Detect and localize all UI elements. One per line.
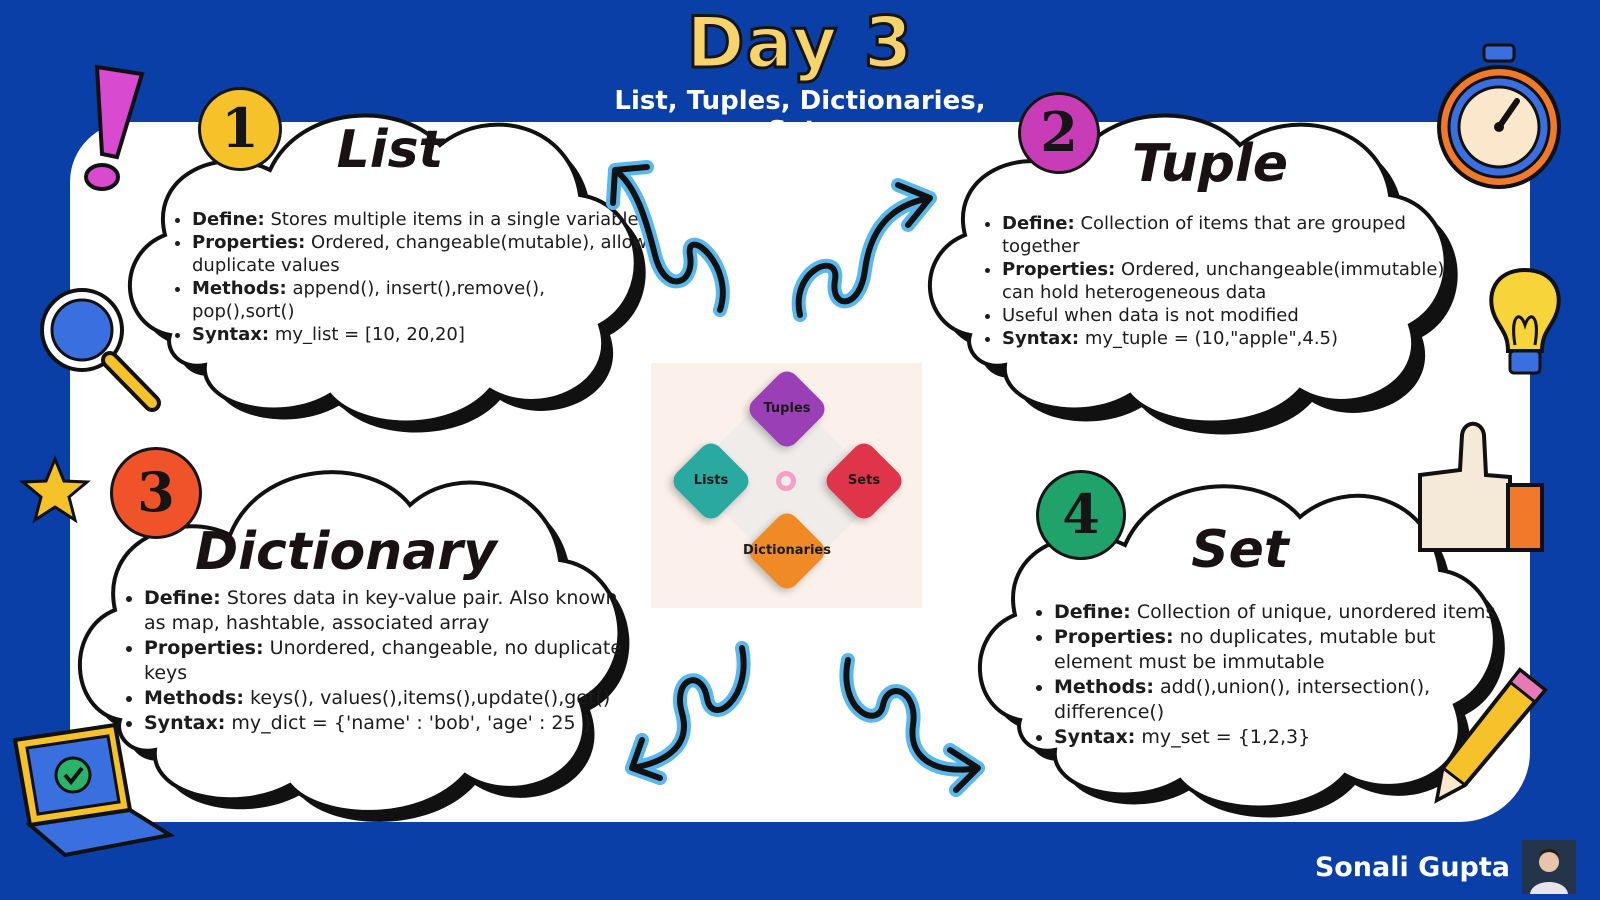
page-subtitle: List, Tuples, Dictionaries, Sets <box>614 86 986 146</box>
list-point: Define: Collection of items that are gro… <box>1002 212 1457 258</box>
list-point: Methods: keys(), values(),items(),update… <box>144 686 634 711</box>
magnifier-icon <box>40 288 161 412</box>
list-points: Define: Stores multiple items in a singl… <box>170 208 652 346</box>
curly-arrow-icon <box>606 160 730 317</box>
collections-diagram: Tuples Lists Sets Dictionaries <box>651 363 922 608</box>
list-point: Define: Stores data in key-value pair. A… <box>144 586 634 636</box>
list-point: Properties: Unordered, changeable, no du… <box>144 636 634 686</box>
tuples-label: Tuples <box>763 401 811 416</box>
cloud-tuple <box>928 113 1458 435</box>
laptop-icon <box>12 722 176 858</box>
number-badge-3: 3 <box>110 447 202 539</box>
list-point: Useful when data is not modified <box>1002 304 1457 327</box>
list-point: Define: Stores multiple items in a singl… <box>192 208 652 231</box>
cloud-list <box>128 113 646 433</box>
list-point: Properties: Ordered, unchangeable(immuta… <box>1002 258 1457 304</box>
curly-arrow-icon <box>839 653 985 797</box>
list-point: Syntax: my_dict = {'name' : 'bob', 'age'… <box>144 711 634 736</box>
author-avatar <box>1522 840 1576 894</box>
stopwatch-icon <box>1437 43 1561 189</box>
card-title-set: Set <box>1191 520 1289 580</box>
cloud-set <box>978 484 1505 818</box>
pencil-icon <box>1434 667 1548 804</box>
number-badge-1: 1 <box>198 87 282 171</box>
list-point: Methods: append(), insert(),remove(), po… <box>192 277 652 323</box>
exclamation-icon <box>84 64 145 191</box>
list-point: Syntax: my_tuple = (10,"apple",4.5) <box>1002 327 1457 350</box>
thumbs-up-icon <box>1418 421 1544 552</box>
curly-arrow-icon <box>625 641 751 785</box>
sets-label: Sets <box>847 473 881 488</box>
lists-label: Lists <box>693 473 729 488</box>
dictionaries-label: Dictionaries <box>742 543 831 558</box>
number-badge-2: 2 <box>1018 92 1100 174</box>
lightbulb-icon <box>1489 267 1561 375</box>
list-point: Define: Collection of unique, unordered … <box>1054 600 1514 625</box>
star-icon <box>19 455 91 524</box>
card-title-dictionary: Dictionary <box>195 522 497 582</box>
list-point: Methods: add(),union(), intersection(), … <box>1054 675 1514 725</box>
set-points: Define: Collection of unique, unordered … <box>1032 600 1514 750</box>
card-title-tuple: Tuple <box>1131 134 1289 194</box>
list-point: Properties: no duplicates, mutable but e… <box>1054 625 1514 675</box>
tuple-points: Define: Collection of items that are gro… <box>980 212 1457 350</box>
list-point: Syntax: my_list = [10, 20,20] <box>192 323 652 346</box>
curly-arrow-icon <box>791 178 937 322</box>
number-badge-4: 4 <box>1036 470 1126 560</box>
page-title: Day 3 <box>685 1 914 86</box>
list-point: Syntax: my_set = {1,2,3} <box>1054 725 1514 750</box>
list-point: Properties: Ordered, changeable(mutable)… <box>192 231 652 277</box>
author-name: Sonali Gupta <box>1314 852 1510 883</box>
dictionary-points: Define: Stores data in key-value pair. A… <box>122 586 634 736</box>
card-title-list: List <box>336 120 444 180</box>
cloud-dictionary <box>78 470 630 822</box>
